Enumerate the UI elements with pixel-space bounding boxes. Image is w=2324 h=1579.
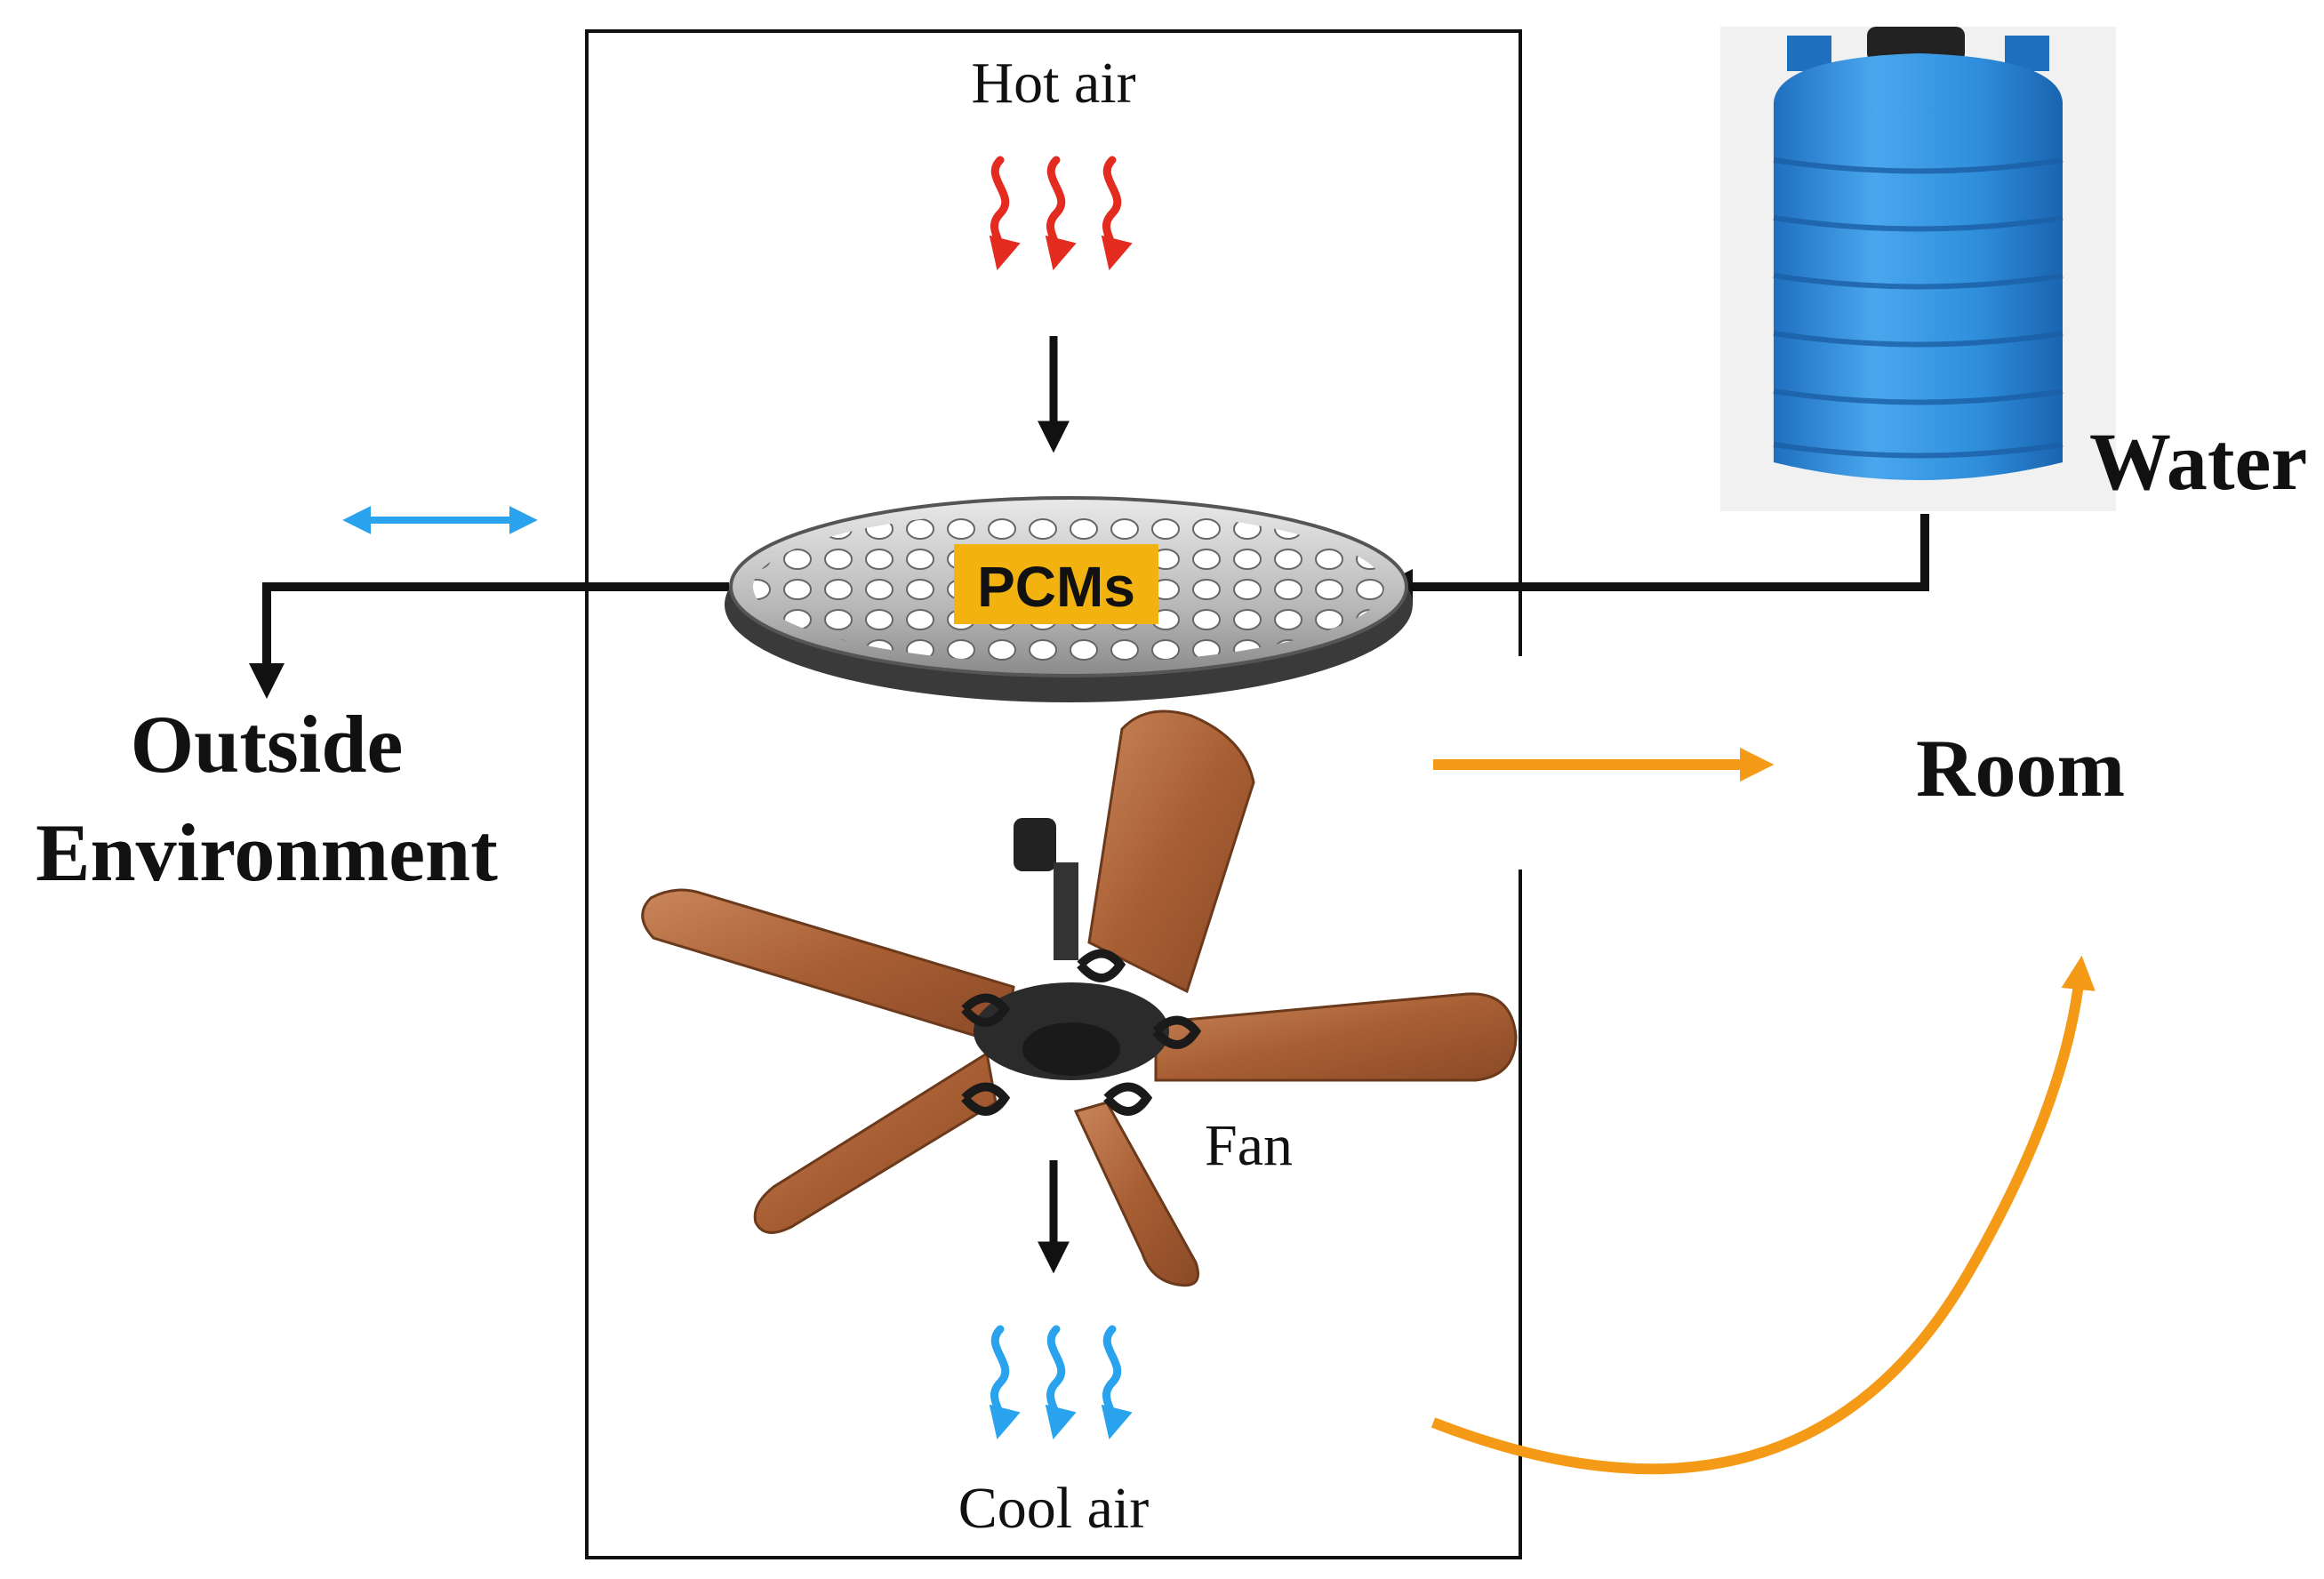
water-label: Water: [2089, 416, 2307, 507]
ceiling-fan-icon: [641, 709, 1518, 1287]
fan-label: Fan: [1205, 1113, 1293, 1178]
outside-label-line2: Environment: [36, 807, 498, 898]
room-label: Room: [1916, 723, 2125, 814]
hot-air-arrows-icon: [989, 156, 1133, 270]
pcm-label: PCMs: [977, 555, 1135, 619]
room-curved-arrow: [1430, 955, 2096, 1475]
hot-air-label: Hot air: [971, 51, 1135, 116]
outside-flow-arrow: [249, 582, 729, 699]
enclosure-box: [585, 29, 1522, 1559]
water-supply-arrow: [1377, 514, 1929, 605]
cool-air-arrows-icon: [989, 1325, 1133, 1439]
pcm-badge: PCMs: [954, 544, 1158, 624]
cool-air-label: Cool air: [958, 1476, 1149, 1541]
outside-label-line1: Outside: [131, 699, 404, 790]
water-tank-icon: [1720, 27, 2116, 511]
